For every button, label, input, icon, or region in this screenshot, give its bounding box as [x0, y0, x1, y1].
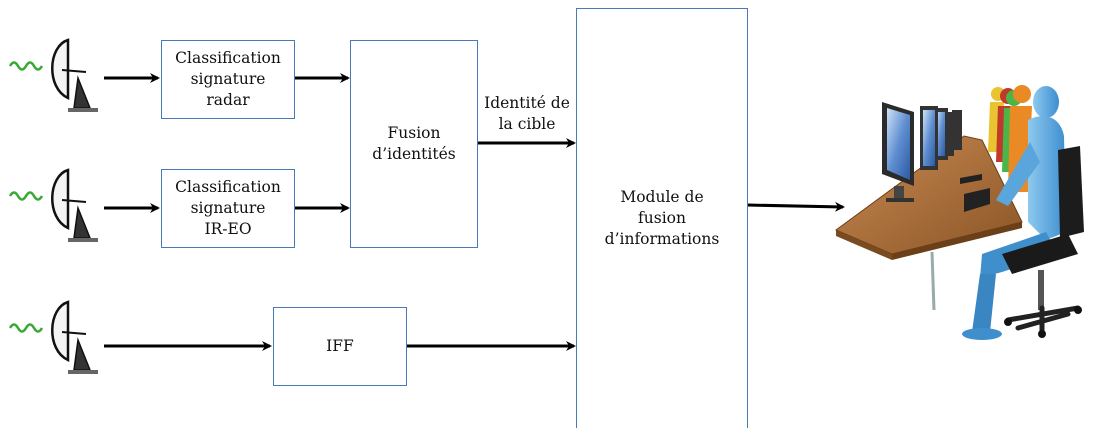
edge-label-line: la cible — [498, 115, 556, 133]
radar-sensor — [6, 36, 106, 116]
module-fusion-box: Module de fusion d’informations — [576, 8, 748, 428]
box-line: radar — [206, 91, 250, 109]
operators-workstation-icon — [834, 85, 1084, 340]
edge-label-identite-cible: Identité de la cible — [478, 93, 576, 135]
classification-radar-box: Classification signature radar — [161, 40, 295, 119]
box-line: Classification — [175, 178, 281, 196]
box-line: Module de — [620, 188, 704, 206]
box-line: signature — [190, 70, 266, 88]
iff-sensor — [6, 298, 106, 378]
radar-dish-icon — [8, 168, 98, 242]
radar-dish-icon — [8, 38, 98, 112]
fusion-identites-box: Fusion d’identités — [350, 40, 478, 248]
box-line: signature — [190, 199, 266, 217]
box-line: d’identités — [372, 145, 456, 163]
box-line: d’informations — [604, 230, 720, 248]
arrow-module-to-operators — [746, 201, 845, 212]
radar-dish-icon — [8, 300, 98, 374]
box-line: IR-EO — [204, 220, 252, 238]
ir-eo-sensor — [6, 166, 106, 246]
box-line: Classification — [175, 49, 281, 67]
operators-illustration — [832, 82, 1095, 350]
iff-box: IFF — [273, 307, 407, 386]
classification-ireo-box: Classification signature IR-EO — [161, 169, 295, 248]
box-line: Fusion — [387, 124, 441, 142]
edge-label-line: Identité de — [484, 94, 570, 112]
box-line: fusion — [638, 209, 686, 227]
box-line: IFF — [326, 337, 354, 355]
